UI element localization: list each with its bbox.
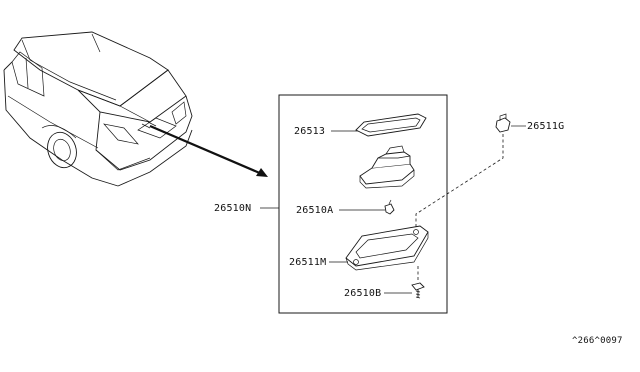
callout-lamp-socket: 26510A [296,205,333,216]
callout-arrow [149,124,268,177]
lamp-housing-part [345,225,429,271]
callout-lamp-lens: 26513 [294,126,325,137]
callout-screw: 26510B [344,288,381,299]
callout-lamp-housing: 26511M [289,257,326,268]
callout-clip-nut: 26511G [527,121,564,132]
assembly-frame [278,94,448,314]
clip-alignment-line [415,134,504,228]
lamp-socket-part [384,199,395,215]
lamp-socket-block [359,145,415,189]
clip-nut-part [495,113,511,133]
car-illustration [3,31,193,187]
lamp-lens-part [355,113,427,137]
callout-assembly: 26510N [214,203,251,214]
screw-part [411,282,425,299]
catalog-code: ^266^0097 [572,336,623,346]
